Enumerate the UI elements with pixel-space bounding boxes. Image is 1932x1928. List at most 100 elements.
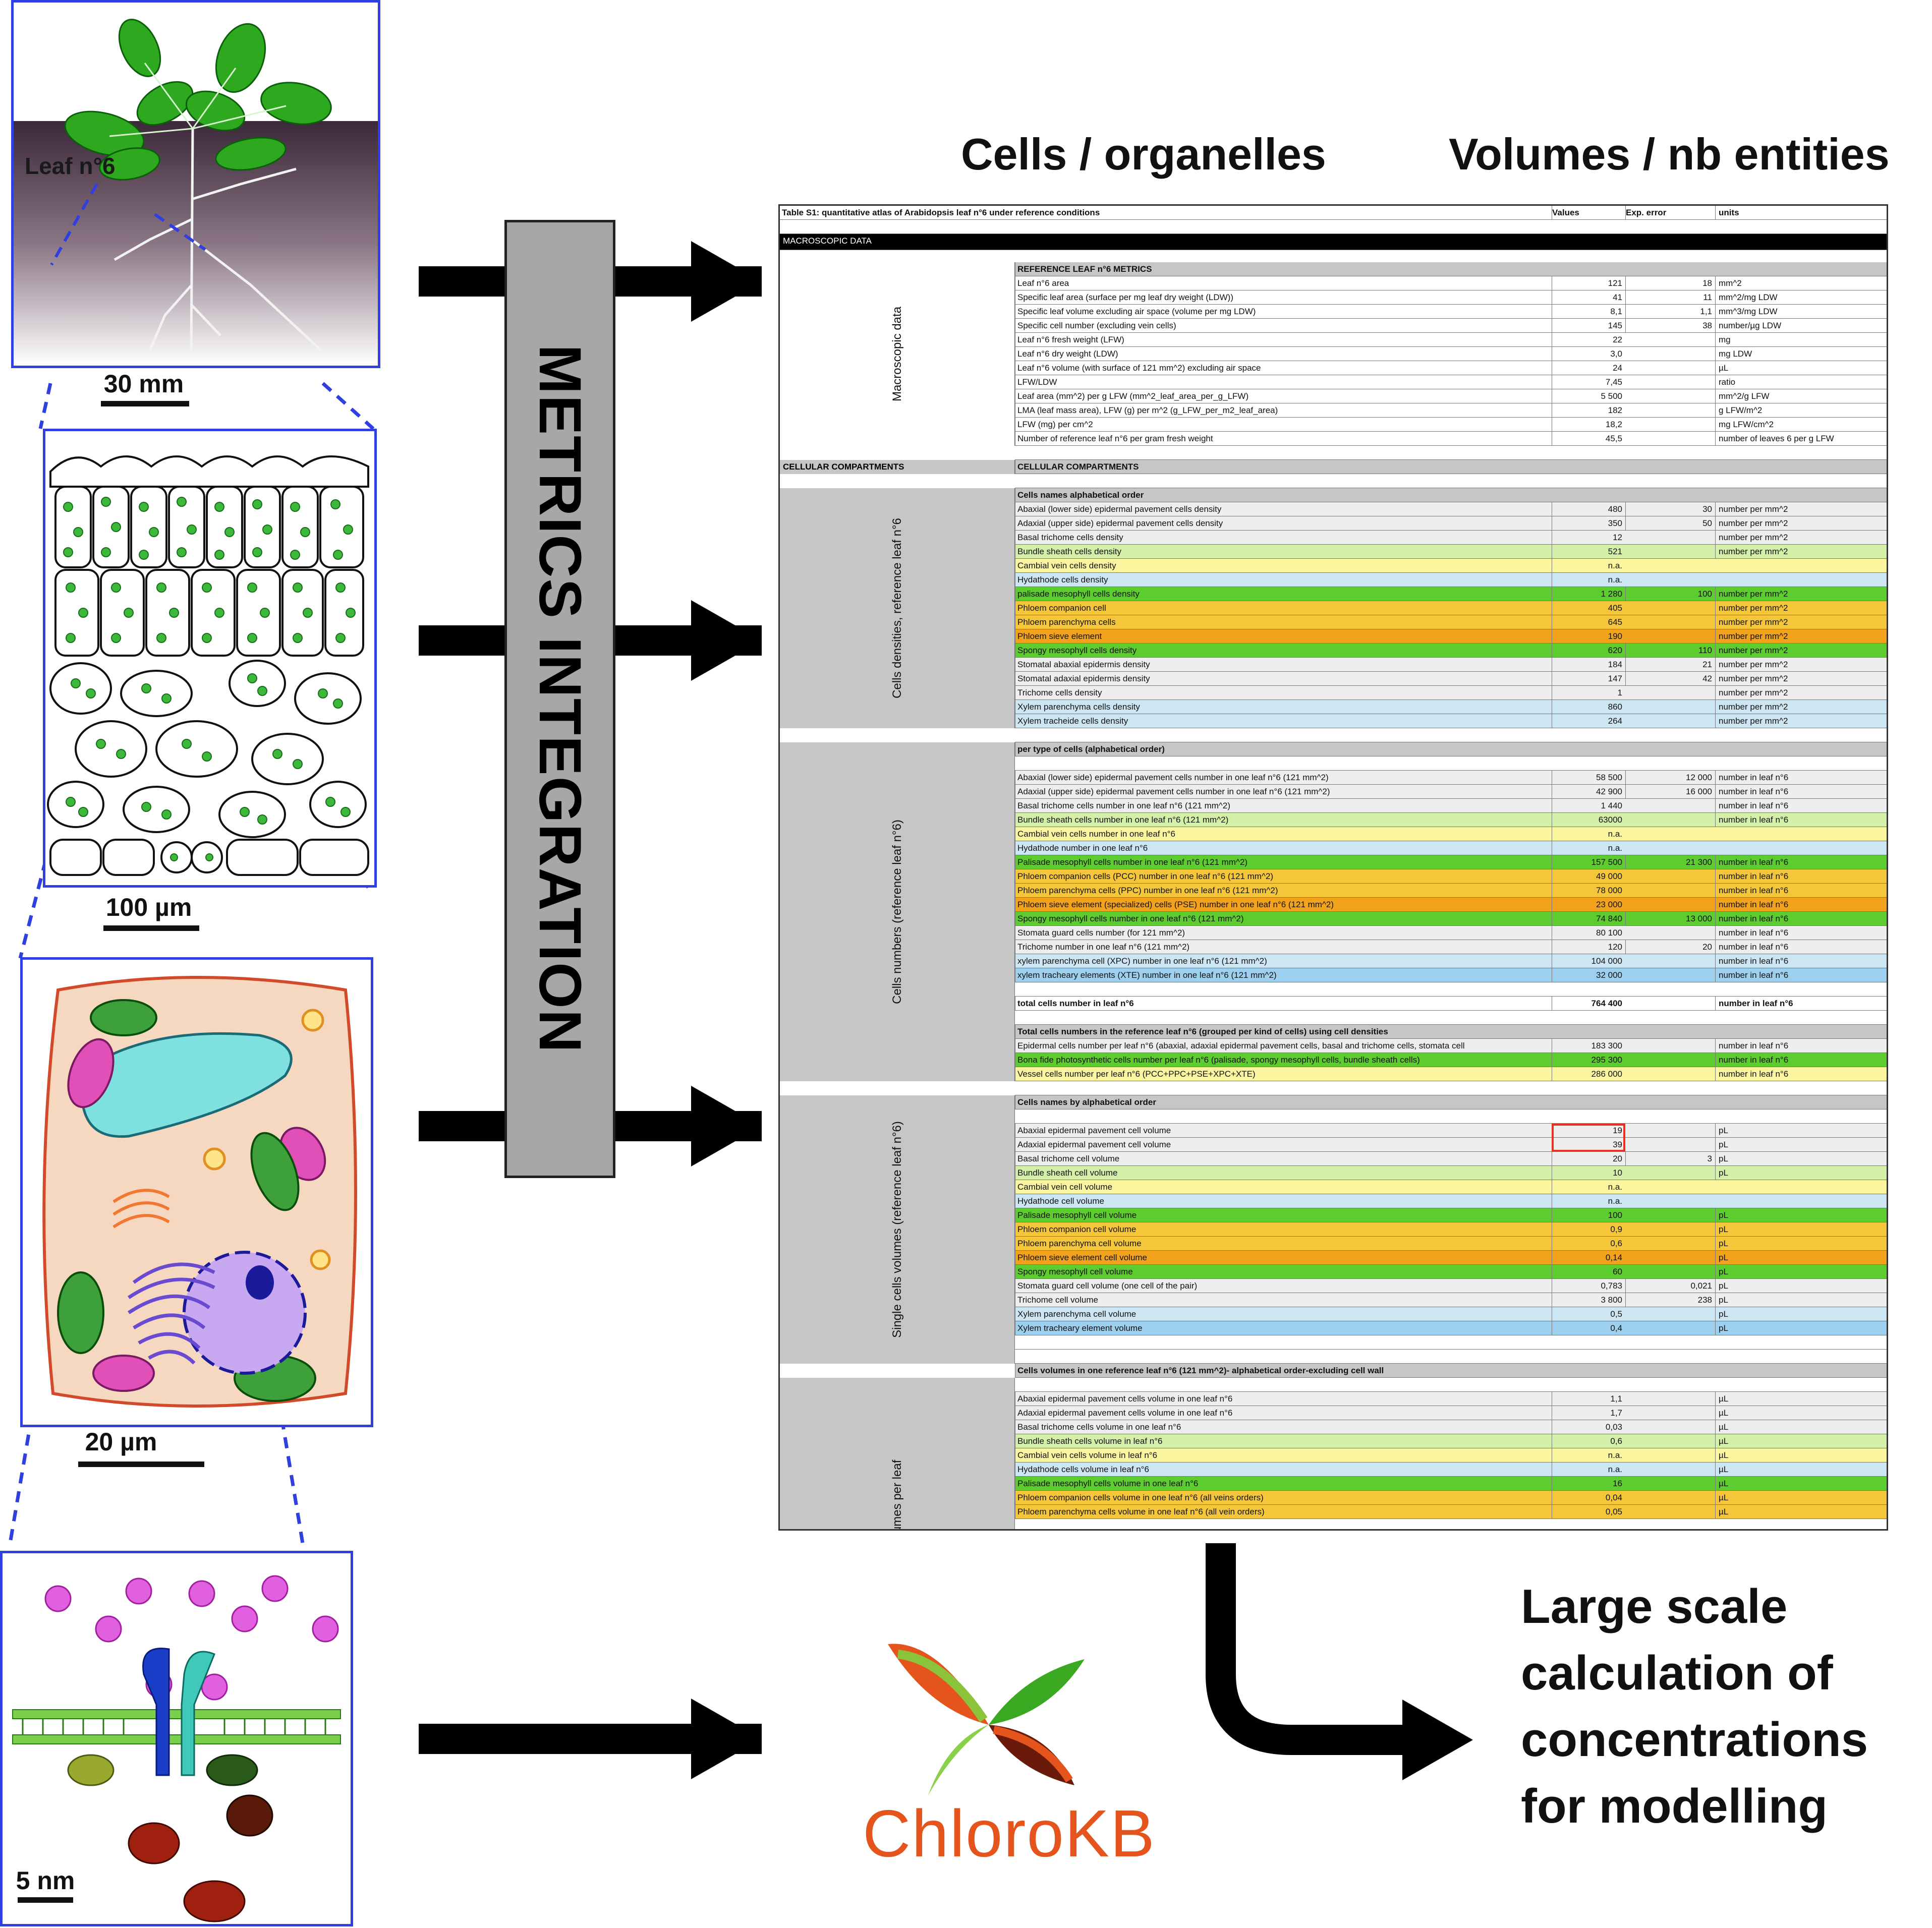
table-row: Phloem parenchyma cells volume in one le… (1015, 1505, 1887, 1519)
arrow-2-head (691, 600, 762, 681)
cell-unit: pL (1715, 1293, 1887, 1307)
cell-label: Xylem tracheide cells density (1015, 714, 1552, 728)
cell-label: Abaxial epidermal pavement cells volume … (1015, 1392, 1552, 1406)
cell-label: Palisade mesophyll cells number in one l… (1015, 855, 1552, 869)
cell-unit: pL (1715, 1237, 1887, 1250)
cell-label: Phloem companion cell (1015, 601, 1552, 615)
table-row (1015, 1081, 1887, 1095)
cell-unit: number per mm^2 (1715, 545, 1887, 558)
cell-value: 0,6 (1552, 1237, 1625, 1250)
cell-value: 22 (1552, 333, 1625, 346)
cell-unit: pL (1715, 1222, 1887, 1236)
cell-unit: mg LDW (1715, 347, 1887, 361)
cell-unit: number per mm^2 (1715, 672, 1887, 685)
cell-value: 121 (1552, 276, 1625, 290)
cell-value: 1,1 (1552, 1392, 1625, 1406)
macro-section-label: MACROSCOPIC DATA (783, 236, 872, 246)
cell-value: 8,1 (1552, 305, 1625, 318)
leaf-section-scale-label: 100 µm (105, 893, 192, 921)
cell-label: Specific leaf volume excluding air space… (1015, 305, 1552, 318)
cell-value: 350 (1552, 516, 1625, 530)
cell-label: LMA (leaf mass area), LFW (g) per m^2 (g… (1015, 403, 1552, 417)
cell-label: Specific leaf area (surface per mg leaf … (1015, 290, 1552, 304)
cell-label: LFW (mg) per cm^2 (1015, 418, 1552, 431)
cell-unit: pL (1715, 1279, 1887, 1293)
cell-unit: number in leaf n°6 (1715, 799, 1887, 812)
table-blank-row (780, 220, 1887, 234)
cell-error: 1,1 (1625, 305, 1715, 318)
cell-unit: µL (1715, 361, 1887, 375)
cell-value: 405 (1552, 601, 1625, 615)
cell-unit: pL (1715, 1265, 1887, 1278)
table-row: Bona fide photosynthetic cells number pe… (1015, 1053, 1887, 1067)
cell-unit: pL (1715, 1124, 1887, 1137)
cell-unit: g LFW/m^2 (1715, 403, 1887, 417)
cell-error: 21 300 (1625, 855, 1715, 869)
cell-label: Trichome number in one leaf n°6 (121 mm^… (1015, 940, 1552, 954)
cell-value: 0,04 (1552, 1491, 1625, 1504)
conclusion-line-3: concentrations (1521, 1713, 1868, 1767)
table-row (1015, 728, 1887, 742)
leaf-section-scale-bar (103, 925, 199, 931)
cell-value: n.a. (1552, 559, 1625, 572)
metrics-integration-label: METRICS INTEGRATION (527, 344, 593, 1054)
table-row: Adaxial epidermal pavement cells volume … (1015, 1406, 1887, 1420)
cell-label: Cells names alphabetical order (1015, 488, 1552, 502)
table-row (1015, 1109, 1887, 1124)
table-row: xylem parenchyma cell (XPC) number in on… (1015, 954, 1887, 968)
cell-label: Stomata guard cell volume (one cell of t… (1015, 1279, 1552, 1293)
cell-label: Abaxial epidermal pavement cell volume (1015, 1124, 1552, 1137)
cell-label: Leaf n°6 fresh weight (LFW) (1015, 333, 1552, 346)
cell-value: 182 (1552, 403, 1625, 417)
cell-label: Basal trichome cells density (1015, 531, 1552, 544)
cell-label: Total cells numbers in the reference lea… (1015, 1025, 1552, 1038)
cell-error: 18 (1625, 276, 1715, 290)
conclusion-text: Large scale calculation of concentration… (1521, 1573, 1868, 1840)
conclusion-line-2: calculation of (1521, 1646, 1833, 1700)
col-units-header: units (1715, 206, 1887, 219)
cell-value: 60 (1552, 1265, 1625, 1278)
arrow-1-head (691, 241, 762, 322)
cell-unit: mg (1715, 333, 1887, 346)
cell-error: 42 (1625, 672, 1715, 685)
cell-value: 58 500 (1552, 771, 1625, 784)
cell-value: 1 280 (1552, 587, 1625, 601)
table-row: LMA (leaf mass area), LFW (g) per m^2 (g… (1015, 403, 1887, 418)
cell-value: 42 900 (1552, 785, 1625, 798)
cell-value: 183 300 (1552, 1039, 1625, 1053)
cell-error: 238 (1625, 1293, 1715, 1307)
cell-label: Vessel cells number per leaf n°6 (PCC+PP… (1015, 1067, 1552, 1081)
table-row: Abaxial epidermal pavement cells volume … (1015, 1392, 1887, 1406)
cell-value: 78 000 (1552, 884, 1625, 897)
table-row: Abaxial (lower side) epidermal pavement … (1015, 771, 1887, 785)
cell-value: 7,45 (1552, 375, 1625, 389)
plant-scale-bar (101, 401, 189, 406)
table-row: Palisade mesophyll cells number in one l… (1015, 855, 1887, 869)
cell-label: Bundle sheath cells volume in leaf n°6 (1015, 1434, 1552, 1448)
cell-unit: number in leaf n°6 (1715, 1067, 1887, 1081)
cell-scale-bar (78, 1462, 204, 1467)
cell-value: 764 400 (1552, 997, 1625, 1010)
cell-unit: pL (1715, 1138, 1887, 1151)
cell-error: 16 000 (1625, 785, 1715, 798)
cell-unit: µL (1715, 1406, 1887, 1420)
table-title-row: Table S1: quantitative atlas of Arabidop… (780, 206, 1887, 220)
cell-value: n.a. (1552, 1194, 1625, 1208)
metrics-integration-box: METRICS INTEGRATION (504, 220, 615, 1178)
cell-label: Adaxial (upper side) epidermal pavement … (1015, 516, 1552, 530)
cell-label: Specific cell number (excluding vein cel… (1015, 319, 1552, 332)
cell-unit: number per mm^2 (1715, 714, 1887, 728)
cell-label: Trichome cell volume (1015, 1293, 1552, 1307)
cell-label: Abaxial (lower side) epidermal pavement … (1015, 771, 1552, 784)
cell-label: Spongy mesophyll cells density (1015, 644, 1552, 657)
cell-label: Abaxial (lower side) epidermal pavement … (1015, 502, 1552, 516)
cell-value: 20 (1552, 1152, 1625, 1165)
cell-label: Phloem sieve element (specialized) cells… (1015, 898, 1552, 911)
cell-label: LFW/LDW (1015, 375, 1552, 389)
